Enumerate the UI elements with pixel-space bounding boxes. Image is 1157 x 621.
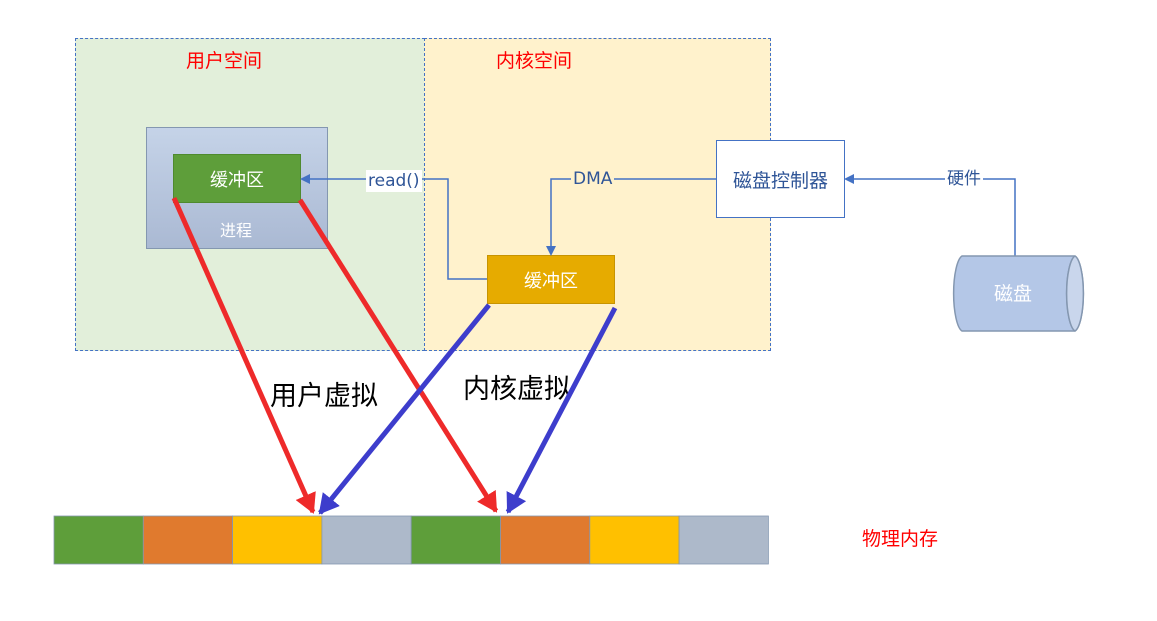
memory-cell-yellow bbox=[232, 515, 323, 565]
memory-cell-blue bbox=[678, 515, 769, 565]
memory-cell-blue bbox=[321, 515, 412, 565]
memory-cell-yellow bbox=[589, 515, 680, 565]
kernel-virtual-label: 内核虚拟 bbox=[463, 374, 571, 405]
memory-cell-green bbox=[410, 515, 501, 565]
memory-cell-orange bbox=[500, 515, 591, 565]
physical-memory-strip bbox=[53, 515, 769, 565]
hardware-label: 硬件 bbox=[945, 168, 983, 190]
dma-label: DMA bbox=[571, 168, 615, 190]
disk-controller: 磁盘控制器 bbox=[716, 140, 845, 218]
kernel-space-title: 内核空间 bbox=[496, 50, 573, 72]
user-space-title: 用户空间 bbox=[186, 50, 263, 72]
user-virtual-label: 用户虚拟 bbox=[270, 381, 378, 412]
memory-cell-green bbox=[53, 515, 144, 565]
user-buffer: 缓冲区 bbox=[173, 154, 301, 203]
disk-label: 磁盘 bbox=[994, 283, 1033, 305]
kernel-buffer: 缓冲区 bbox=[487, 255, 615, 304]
hardware-connector bbox=[844, 174, 1016, 256]
read-label: read() bbox=[366, 170, 422, 192]
memory-cell-orange bbox=[142, 515, 234, 565]
physical-memory-label: 物理内存 bbox=[862, 528, 939, 550]
process-label: 进程 bbox=[220, 221, 253, 240]
